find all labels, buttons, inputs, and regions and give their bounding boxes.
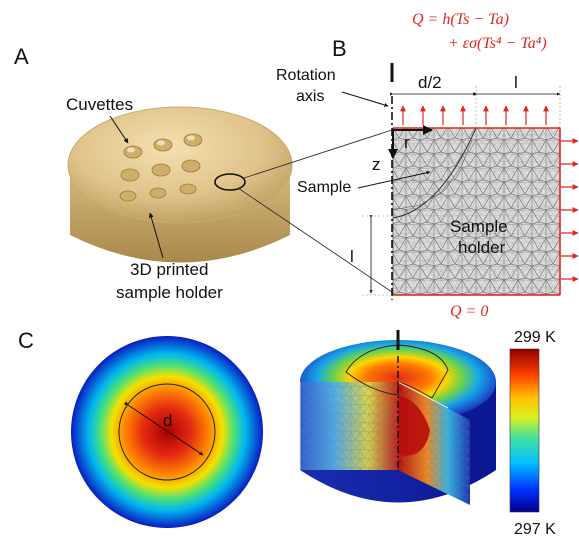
length-left-label: l [350, 247, 354, 266]
temperature-cutaway-3d [299, 330, 496, 505]
panel-c-letter: C [18, 328, 34, 353]
holder-label-line2: sample holder [116, 283, 223, 302]
boundary-equation-line1: Q = h(Ts − Ta) [412, 11, 509, 28]
cuvettes-arrow [109, 115, 129, 144]
rotation-axis-label-line2: axis [296, 88, 324, 105]
side-heat-flux-arrows [561, 138, 579, 282]
length-top-label: l [514, 73, 518, 92]
r-axis-label: r [404, 133, 410, 152]
zoom-line-top [243, 129, 393, 179]
half-diameter-label: d/2 [418, 73, 442, 92]
colorbar-min-label: 297 K [514, 521, 556, 538]
colorbar-max-label: 299 K [514, 329, 556, 346]
holder-region-label-line1: Sample [450, 217, 508, 236]
diameter-label: d [163, 411, 172, 430]
sample-arrow [357, 170, 431, 189]
sample-boundary [392, 127, 477, 219]
panel-b-letter: B [332, 36, 347, 61]
temperature-disk-top-view: d [71, 336, 263, 528]
boundary-equation-line2: + εσ(Ts⁴ − Ta⁴) [448, 35, 547, 52]
sample-holder-photo [67, 106, 293, 263]
diameter-arrow [123, 401, 204, 456]
z-axis-label: z [372, 155, 381, 174]
bottom-boundary-equation: Q = 0 [450, 303, 488, 320]
holder-arrow [148, 212, 164, 259]
holder-label-line1: 3D printed [130, 260, 208, 279]
holder-region-label-line2: holder [458, 238, 506, 257]
sample-label: Sample [297, 179, 351, 196]
cuvette-wells [119, 133, 203, 202]
sample-spot-marker [214, 173, 246, 191]
zoom-line-bottom [237, 187, 393, 293]
cuvettes-label: Cuvettes [66, 95, 133, 114]
rotation-axis-pointer [341, 91, 389, 107]
top-heat-flux-arrows [400, 105, 549, 125]
colorbar: 299 K 297 K [509, 329, 556, 538]
panel-a-letter: A [14, 44, 29, 69]
rotation-axis-label-line1: Rotation [276, 67, 336, 84]
